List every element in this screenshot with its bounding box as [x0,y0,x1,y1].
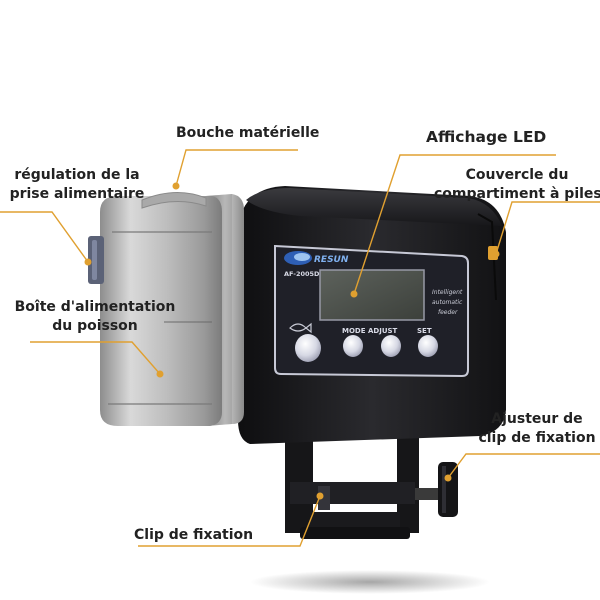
set-button[interactable] [418,335,438,357]
label-feed-regulation-line-1: régulation de la [14,167,140,183]
brand-name: RESUN [314,255,349,265]
fish-icon [289,322,312,334]
label-fish-food-box-line-2: du poisson [52,318,138,334]
control-panel: RESUN AF-2005D Intelligent automatic fee… [274,244,469,378]
manual-feed-button[interactable] [295,334,321,362]
panel-text-3: feeder [438,309,458,316]
callout-lines [0,149,600,547]
label-feed-regulation-line-2: prise alimentaire [9,186,145,202]
panel-text-1: Intelligent [432,289,463,296]
label-clip-adjuster-line-2: clip de fixation [478,430,596,446]
mode-button-label: MODE [342,327,366,335]
label-clip-adjuster: Ajusteur de clip de fixation [474,410,600,448]
model-number: AF-2005D [284,270,320,278]
set-button-label: SET [417,327,432,335]
floor-shadow [250,570,490,594]
label-fish-food-box: Boîte d'alimentation du poisson [10,298,180,336]
label-mounting-clip: Clip de fixation [134,527,254,543]
adjust-button[interactable] [381,335,401,357]
panel-text-2: automatic [432,299,463,306]
mounting-clip [285,438,419,539]
label-clip-adjuster-line-1: Ajusteur de [491,411,583,427]
label-battery-cover-line-1: Couvercle du [465,167,569,183]
lcd-screen [319,269,425,321]
brand-logo: RESUN [284,251,349,265]
label-material-mouth: Bouche matérielle [176,125,320,141]
label-battery-cover: Couvercle du compartiment à piles [434,166,600,204]
label-feed-regulation: régulation de la prise alimentaire [2,166,152,204]
adjust-button-label: ADJUST [368,327,398,335]
label-led-display: Affichage LED [426,128,547,146]
label-fish-food-box-line-1: Boîte d'alimentation [14,299,176,315]
label-battery-cover-line-2: compartiment à piles [434,186,600,202]
mode-button[interactable] [343,335,363,357]
food-opening [141,191,207,209]
clip-adjuster-screw [415,462,458,517]
food-drum [100,191,222,426]
